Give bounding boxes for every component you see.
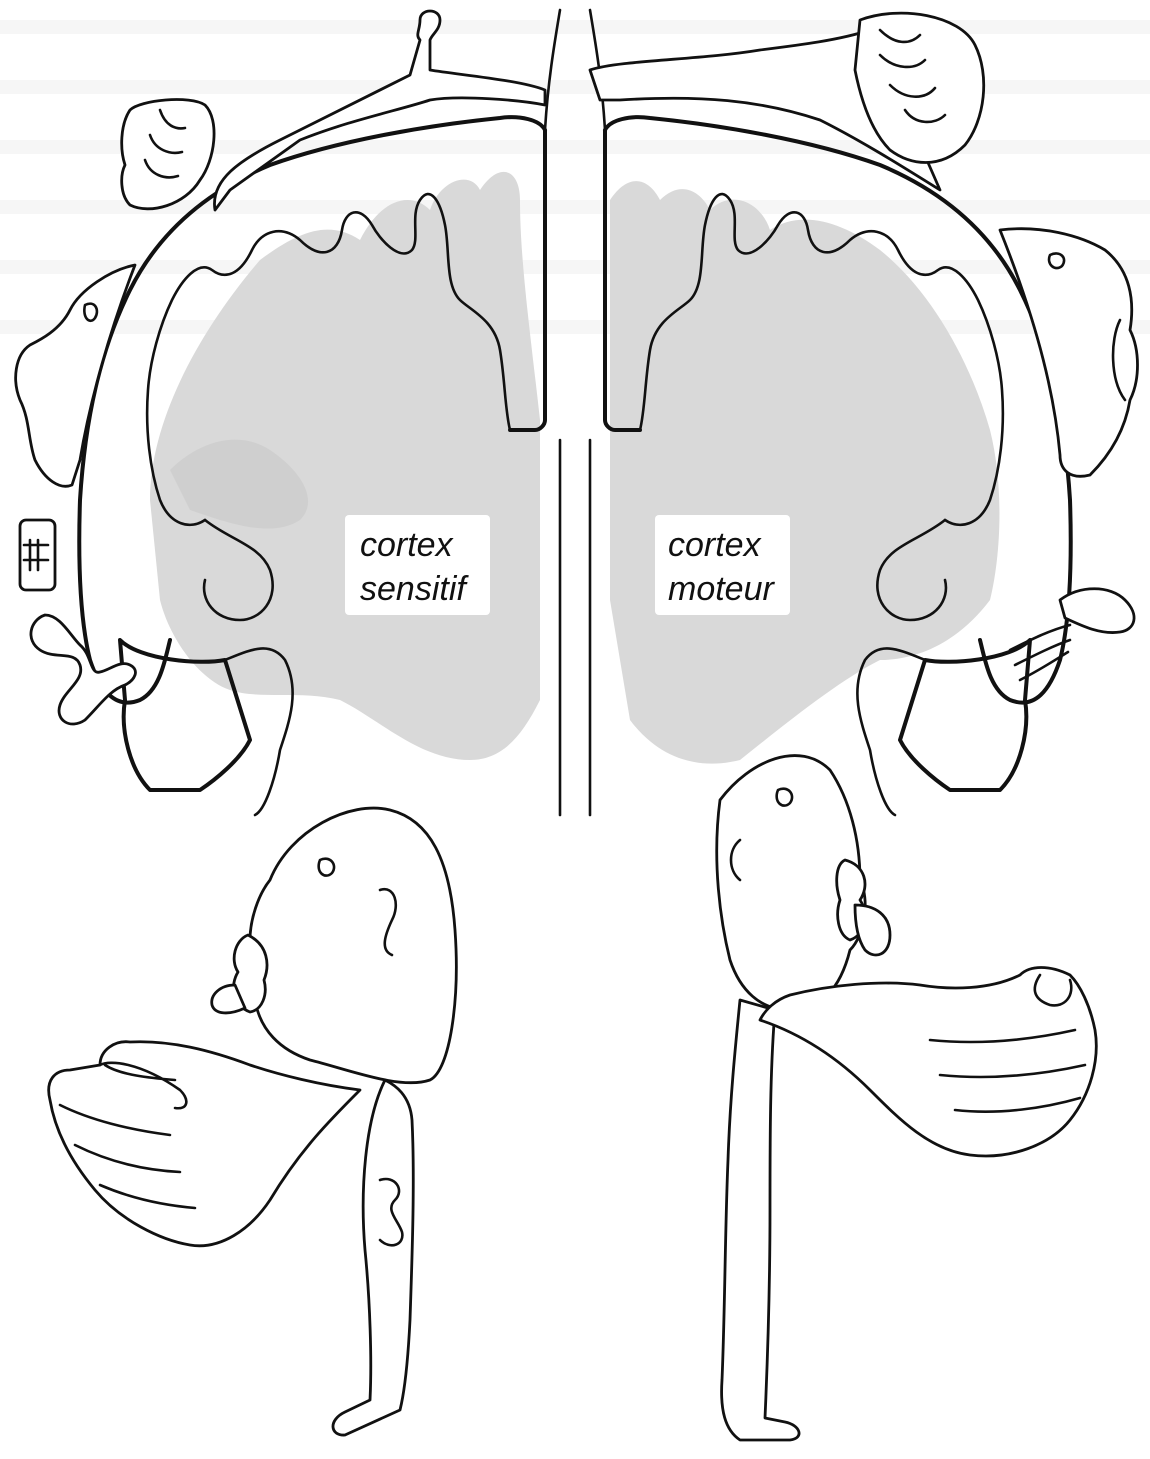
right-lower-lobe — [900, 640, 1030, 790]
motor-homunculus-hand — [760, 968, 1096, 1156]
motor-label-line1: cortex — [668, 526, 762, 564]
sensory-label-line1: cortex — [360, 526, 454, 564]
motor-homunculus-tongue — [855, 905, 890, 955]
motor-homunculus — [717, 756, 1097, 1440]
sensory-homunculus-hand — [49, 1042, 360, 1246]
right-hemisphere — [605, 117, 1071, 815]
sensory-homunculus-body — [333, 1080, 413, 1435]
motor-label-line2: moteur — [668, 570, 775, 608]
sensory-homunculus — [49, 808, 457, 1435]
central-fissure — [545, 10, 605, 815]
sensory-cortex-label: cortex sensitif — [345, 515, 490, 615]
sensory-homunculus-head — [243, 808, 456, 1083]
right-tongue — [1060, 589, 1134, 633]
left-hemisphere — [79, 117, 545, 815]
right-face — [1000, 229, 1138, 477]
left-top-hand — [122, 100, 214, 209]
motor-cortex-label: cortex moteur — [655, 515, 790, 615]
motor-homunculus-body — [722, 1000, 799, 1440]
sensory-label-line2: sensitif — [360, 570, 469, 608]
left-face — [16, 265, 135, 486]
